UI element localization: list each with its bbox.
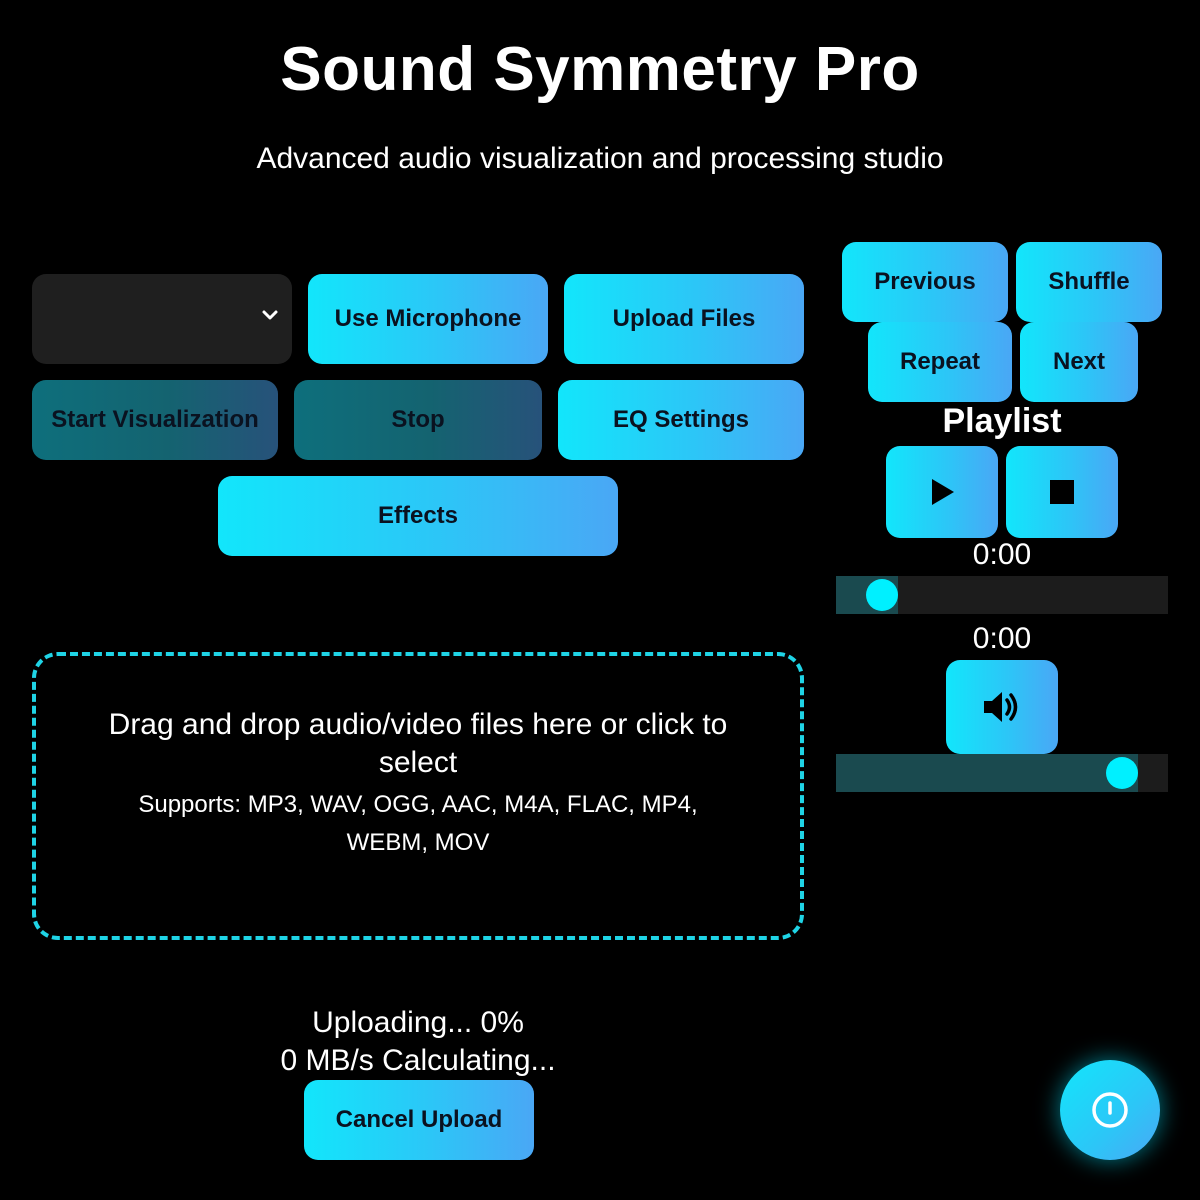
stop-playback-button[interactable] (1006, 446, 1118, 538)
play-icon (932, 479, 954, 505)
app-subtitle: Advanced audio visualization and process… (256, 142, 944, 175)
seek-slider-thumb[interactable] (866, 579, 899, 611)
previous-button[interactable]: Previous (842, 242, 1008, 322)
stop-icon (1050, 480, 1074, 504)
app-title: Sound Symmetry Pro (280, 35, 920, 104)
dropzone-supported-formats: Supports: MP3, WAV, OGG, AAC, M4A, FLAC,… (138, 791, 698, 856)
repeat-button[interactable]: Repeat (868, 322, 1012, 402)
upload-speed-text: 0 MB/s Calculating... (280, 1044, 556, 1077)
current-time: 0:00 (972, 538, 1032, 571)
effects-button[interactable]: Effects (218, 476, 618, 556)
stop-button[interactable]: Stop (294, 380, 542, 460)
info-circle-icon (1092, 1092, 1128, 1128)
cancel-upload-button[interactable]: Cancel Upload (304, 1080, 534, 1160)
volume-slider-fill (836, 754, 1138, 792)
playlist-label: Playlist (942, 402, 1062, 440)
upload-progress-text: Uploading... 0% (312, 1006, 524, 1039)
seek-slider[interactable] (836, 576, 1168, 614)
info-fab-button[interactable] (1060, 1060, 1160, 1160)
volume-slider[interactable] (836, 754, 1168, 792)
source-select[interactable] (32, 274, 292, 364)
upload-status: Uploading... 0% 0 MB/s Calculating... (168, 1004, 668, 1080)
chevron-down-icon (262, 310, 278, 320)
file-dropzone[interactable]: Drag and drop audio/video files here or … (32, 652, 804, 940)
shuffle-button[interactable]: Shuffle (1016, 242, 1162, 322)
duration-time: 0:00 (972, 622, 1032, 655)
volume-icon (984, 692, 1018, 722)
use-microphone-button[interactable]: Use Microphone (308, 274, 548, 364)
volume-button[interactable] (946, 660, 1058, 754)
next-button[interactable]: Next (1020, 322, 1138, 402)
upload-files-button[interactable]: Upload Files (564, 274, 804, 364)
volume-slider-thumb[interactable] (1105, 757, 1138, 789)
eq-settings-button[interactable]: EQ Settings (558, 380, 804, 460)
dropzone-instructions: Drag and drop audio/video files here or … (108, 708, 728, 779)
play-button[interactable] (886, 446, 998, 538)
start-visualization-button[interactable]: Start Visualization (32, 380, 278, 460)
